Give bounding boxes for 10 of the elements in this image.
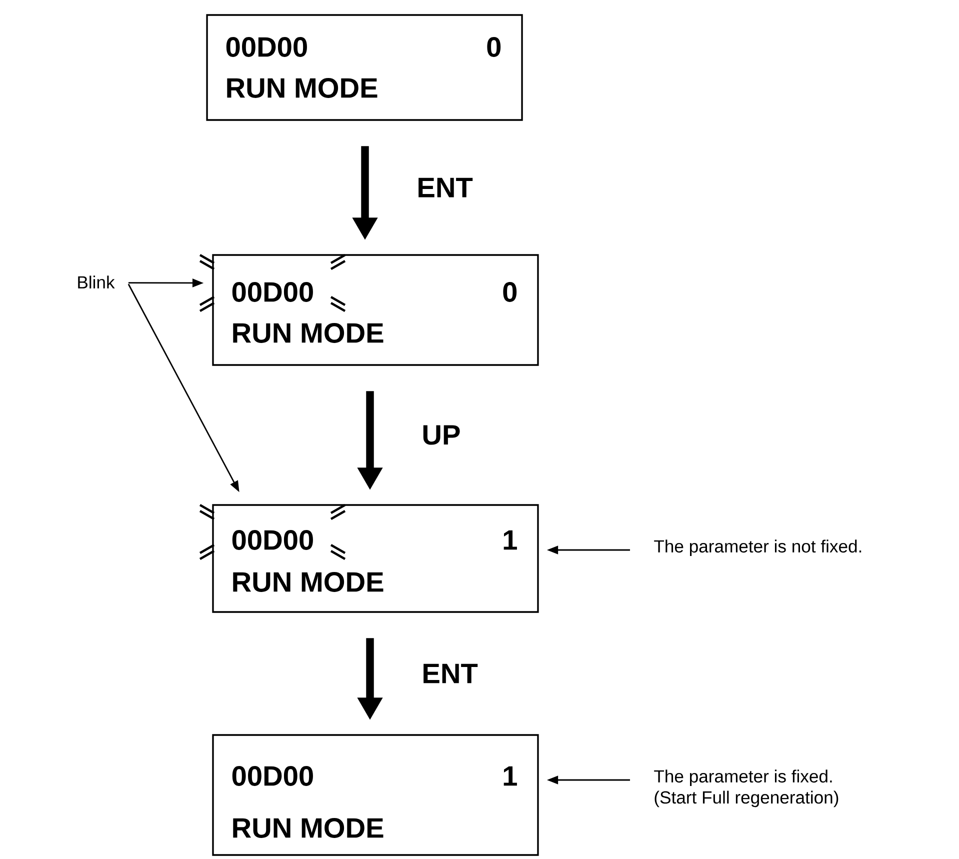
note-text: The parameter is not fixed. bbox=[654, 540, 862, 556]
display-box: 00D00 0 RUN MODE bbox=[206, 14, 523, 121]
edge-label: ENT bbox=[415, 176, 474, 199]
note-text: The parameter is fixed. (Start Full regeneration) bbox=[654, 770, 838, 808]
edge-label: UP bbox=[420, 424, 462, 446]
display-box: 00D00 0 RUN MODE bbox=[212, 254, 539, 366]
display-box: 00D00 1 RUN MODE bbox=[212, 734, 539, 856]
edge-label: ENT bbox=[420, 662, 480, 685]
display-box: 00D00 1 RUN MODE bbox=[212, 504, 539, 613]
note-text: Blink bbox=[78, 276, 115, 288]
